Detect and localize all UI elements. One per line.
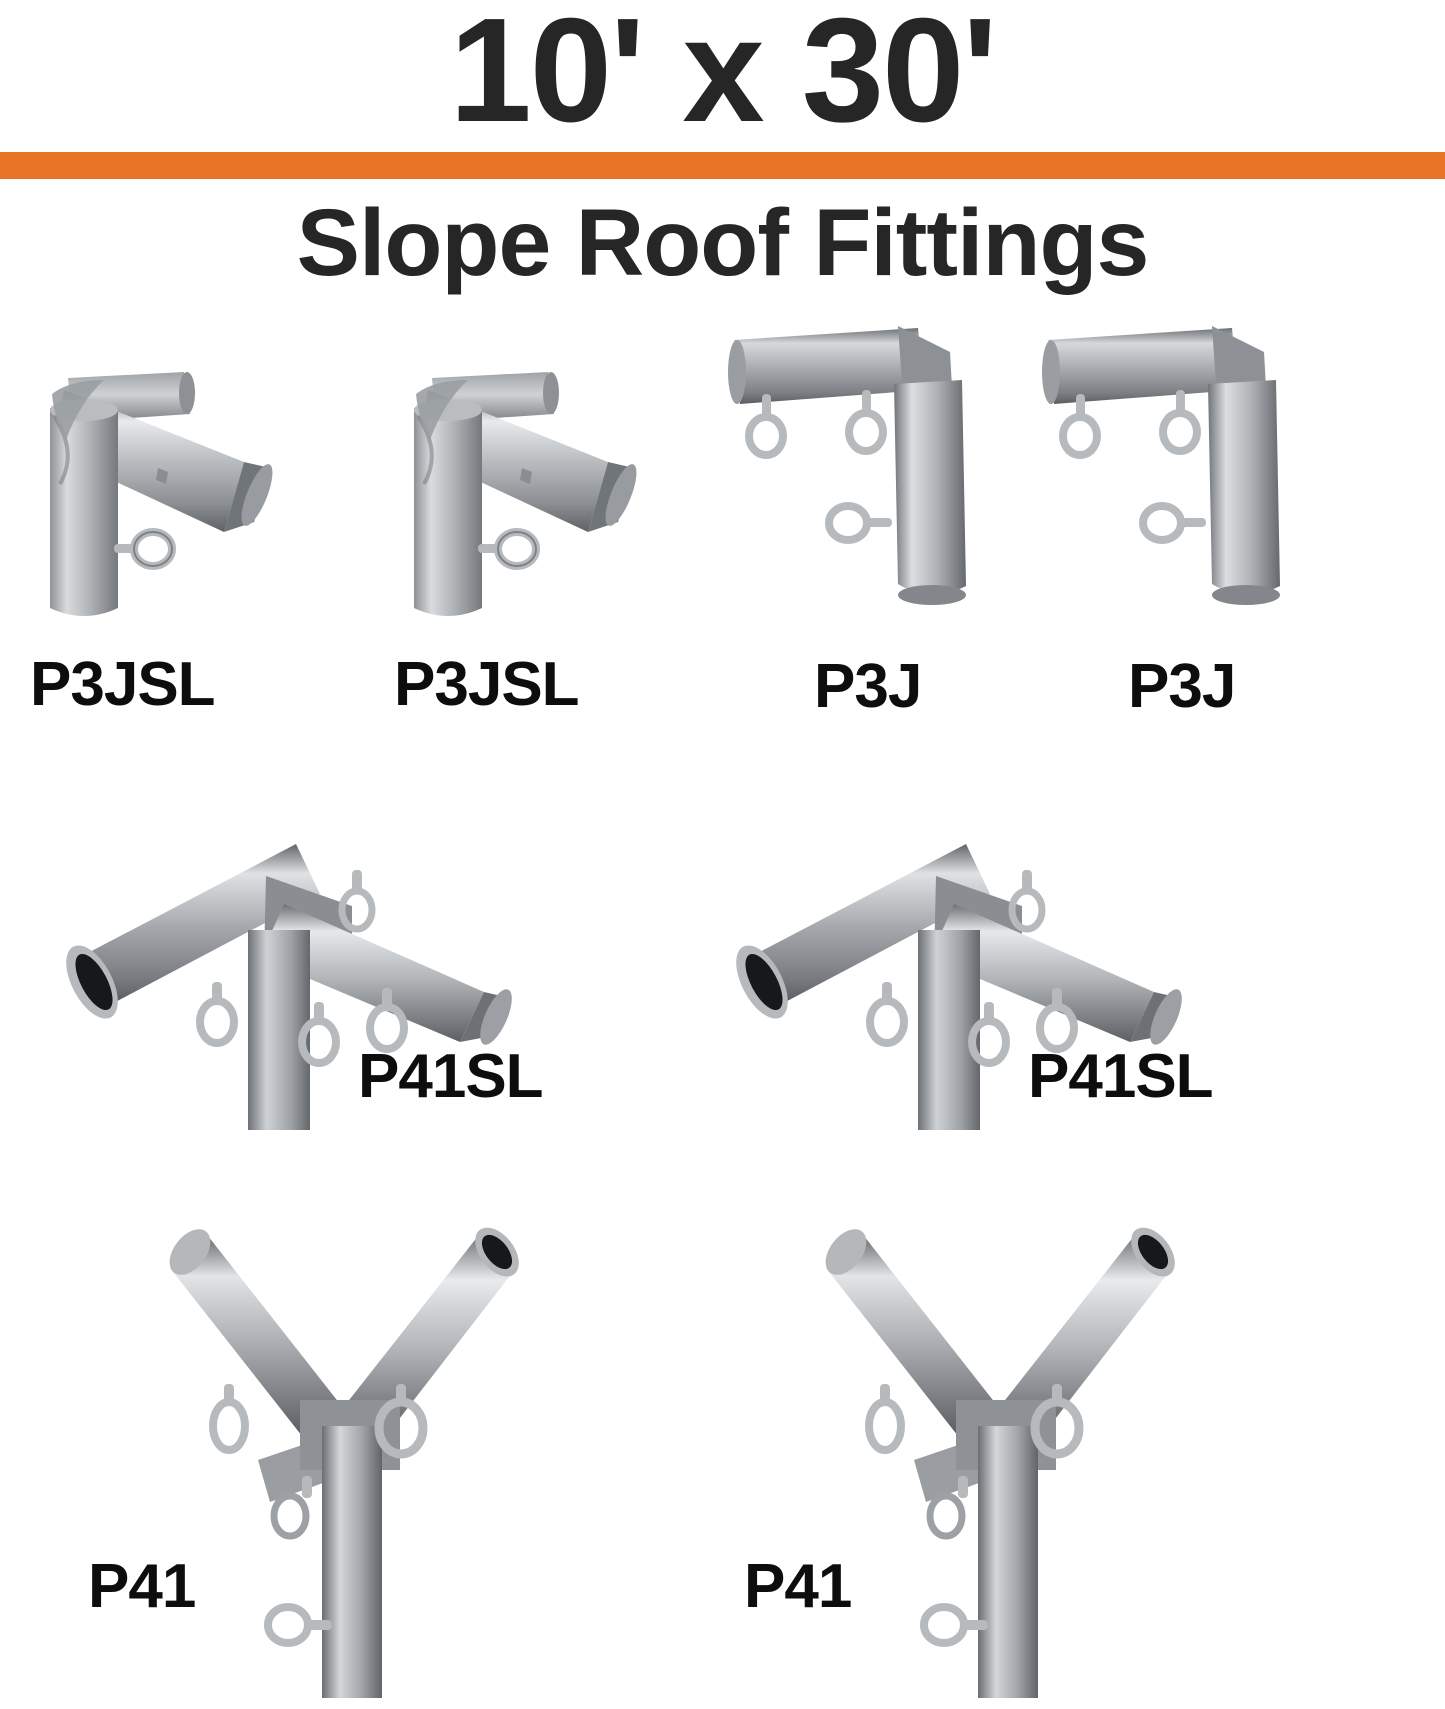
p3j-fitting-image (1042, 326, 1280, 605)
eye-bolt (196, 982, 238, 1047)
fitting-label: P41 (88, 1552, 196, 1621)
eye-bolt (865, 1384, 905, 1454)
p41-fitting-image (169, 1227, 519, 1698)
fitting-label: P3JSL (394, 650, 580, 719)
page-title-dimensions: 10' x 30' (449, 0, 997, 153)
eye-bolt (270, 1476, 312, 1540)
fitting-item: P41SL (722, 770, 1242, 1130)
fittings-row-3: P41 (0, 1200, 1445, 1700)
eye-bolt (745, 394, 787, 459)
fitting-label: P3JSL (30, 650, 216, 719)
eye-bolt (114, 528, 176, 570)
fitting-item: P3J (718, 318, 1018, 718)
eye-bolt (1139, 502, 1206, 544)
eye-bolt (968, 1002, 1010, 1067)
p41sl-fitting-image (736, 844, 1182, 1130)
fitting-item: P41 (88, 1220, 550, 1700)
eye-bolt (209, 1384, 249, 1454)
orange-divider (0, 152, 1445, 179)
fitting-item: P3JSL (372, 356, 692, 716)
eye-bolt (825, 502, 892, 544)
fitting-label: P41SL (358, 1042, 544, 1111)
eye-bolt (1059, 394, 1101, 459)
fitting-label: P3J (1128, 652, 1236, 721)
fitting-item: P3JSL (8, 356, 328, 716)
p41sl-fitting-image (66, 844, 512, 1130)
fittings-row-1: P3JSL (0, 318, 1445, 738)
fitting-label: P41SL (1028, 1042, 1214, 1111)
fittings-row-2: P41SL (0, 770, 1445, 1150)
eye-bolt (264, 1603, 332, 1647)
eye-bolt (920, 1603, 988, 1647)
eye-bolt (926, 1476, 968, 1540)
eye-bolt (366, 988, 408, 1053)
eye-bolt (1036, 988, 1078, 1053)
p3jsl-fitting-image (50, 372, 273, 616)
eye-bolt (866, 982, 908, 1047)
p41-fitting-image (825, 1227, 1175, 1698)
eye-bolt (374, 1384, 428, 1459)
eye-bolt (338, 870, 376, 933)
page-subtitle: Slope Roof Fittings (296, 190, 1150, 296)
fitting-item: P41SL (52, 770, 572, 1130)
eye-bolt (1159, 390, 1201, 455)
p3j-fitting-image (728, 326, 966, 605)
fitting-label: P3J (814, 652, 922, 721)
fitting-label: P41 (744, 1552, 852, 1621)
fitting-item: P3J (1032, 318, 1332, 718)
fitting-item: P41 (744, 1220, 1206, 1700)
p3jsl-fitting-image (414, 372, 637, 616)
eye-bolt (1030, 1384, 1084, 1459)
eye-bolt (478, 528, 540, 570)
eye-bolt (845, 390, 887, 455)
eye-bolt (298, 1002, 340, 1067)
eye-bolt (1008, 870, 1046, 933)
